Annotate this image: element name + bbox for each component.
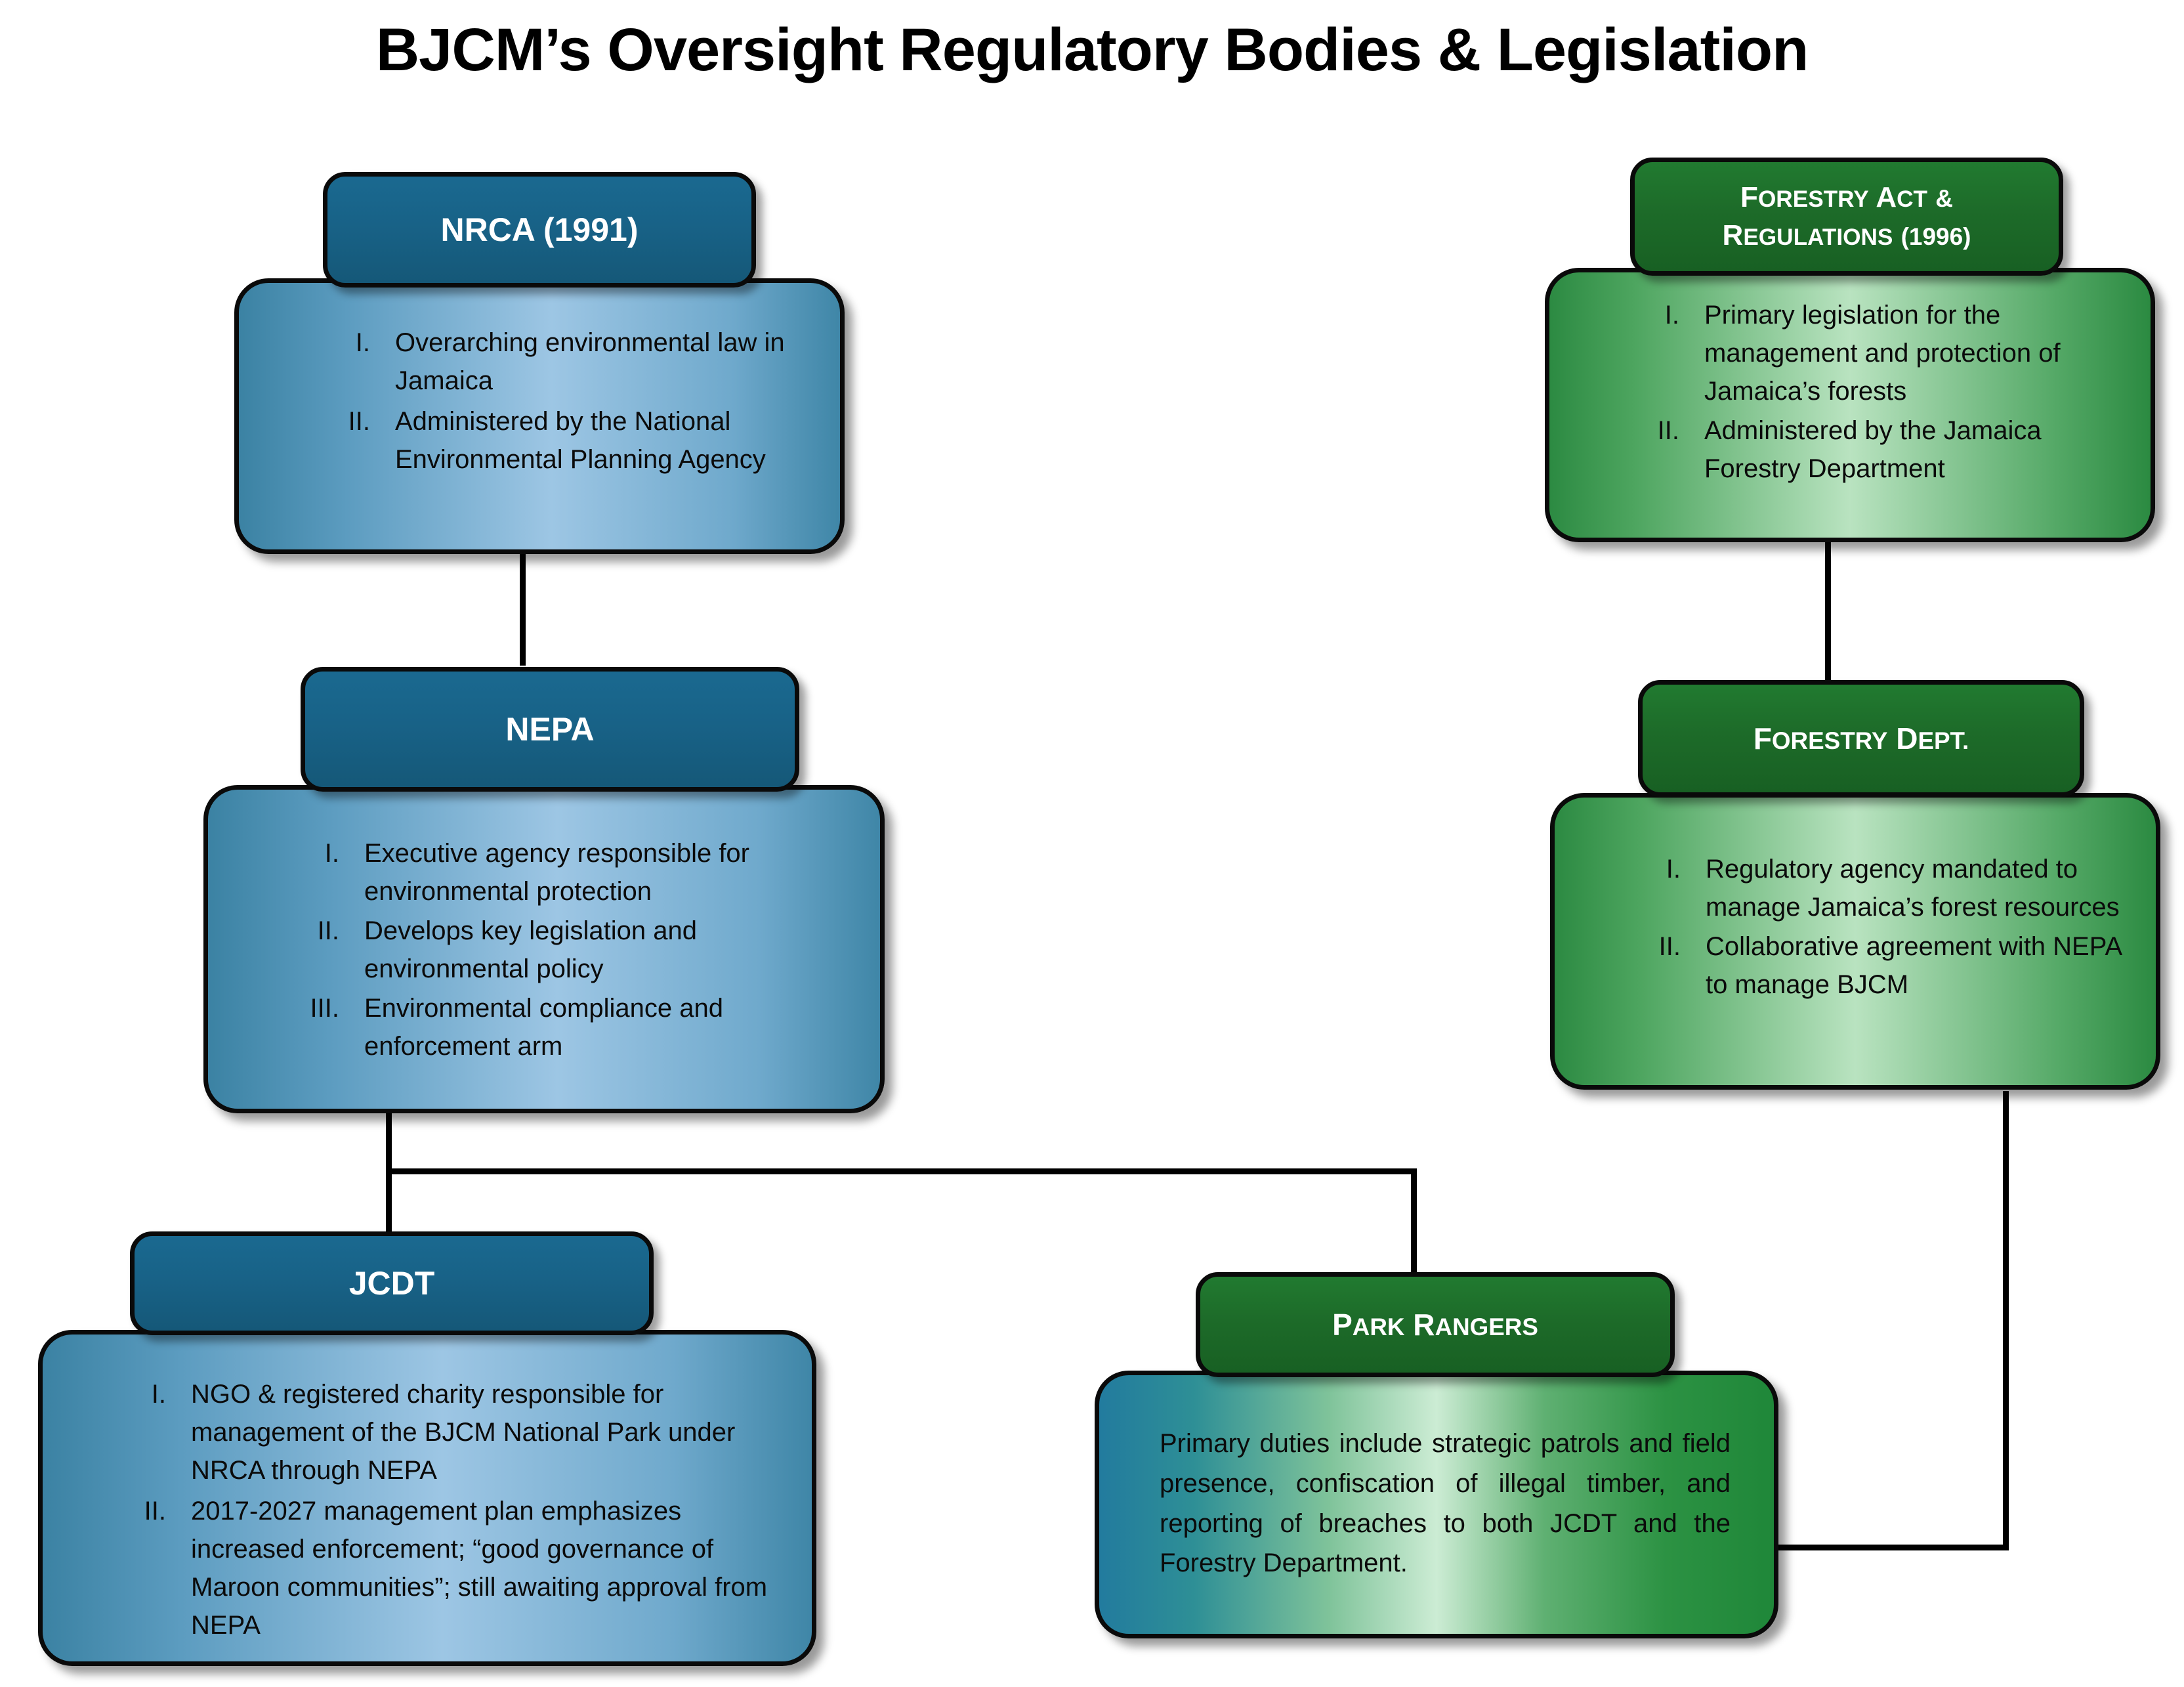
list-item: II. Administered by the Jamaica Forestry… <box>1620 412 2132 488</box>
list-item-text: Develops key legislation and environment… <box>364 916 697 983</box>
nepa-body: I. Executive agency responsible for envi… <box>203 785 885 1113</box>
jcdt-title: JCDT <box>348 1265 435 1302</box>
nrca-header[interactable]: NRCA (1991) <box>323 172 756 288</box>
park-rangers-paragraph: Primary duties include strategic patrols… <box>1160 1429 1731 1578</box>
list-item-text: Overarching environmental law in Jamaica <box>395 328 785 395</box>
list-item-number: I. <box>151 1380 166 1409</box>
connector-forestrydept-to-parkrangers <box>1746 1545 2009 1550</box>
forestry-act-title: FORESTRY ACT & REGULATIONS (1996) <box>1647 179 2047 255</box>
forestry-dept-title: FORESTRY DEPT. <box>1753 721 1969 756</box>
connector-forestrydept-down <box>2003 1091 2009 1550</box>
list-item-number: I. <box>355 328 370 357</box>
park-rangers-header[interactable]: PARK RANGERS <box>1196 1272 1675 1377</box>
list-item-text: 2017-2027 management plan emphasizes inc… <box>191 1497 768 1640</box>
list-item: I. Primary legislation for the managemen… <box>1620 296 2132 410</box>
list-item: I. Regulatory agency mandated to manage … <box>1622 850 2140 926</box>
jcdt-body: I. NGO & registered charity responsible … <box>38 1330 816 1666</box>
connector-nepa-stub <box>386 1109 392 1172</box>
list-item-text: Regulatory agency mandated to manage Jam… <box>1706 855 2120 922</box>
list-item: I. Executive agency responsible for envi… <box>280 834 845 910</box>
forestry-act-title-line1: FORESTRY ACT & <box>1740 181 1953 213</box>
nepa-title: NEPA <box>505 711 595 748</box>
list-item-text: Primary legislation for the management a… <box>1704 301 2061 406</box>
nrca-title: NRCA (1991) <box>440 211 639 248</box>
list-item: I. NGO & registered charity responsible … <box>115 1375 771 1489</box>
jcdt-item-list: I. NGO & registered charity responsible … <box>115 1375 771 1644</box>
list-item-number: II. <box>317 916 339 945</box>
nrca-body: I. Overarching environmental law in Jama… <box>234 278 845 554</box>
forestry-act-item-list: I. Primary legislation for the managemen… <box>1620 296 2132 488</box>
park-rangers-body: Primary duties include strategic patrols… <box>1095 1371 1778 1638</box>
list-item: II. Administered by the National Environ… <box>311 402 816 479</box>
list-item-number: II. <box>1658 932 1681 961</box>
nepa-header[interactable]: NEPA <box>301 667 799 792</box>
list-item-number: II. <box>348 407 370 436</box>
list-item: II. Collaborative agreement with NEPA to… <box>1622 928 2140 1004</box>
list-item-number: III. <box>310 994 339 1023</box>
forestry-act-title-line2: REGULATIONS (1996) <box>1722 219 1971 251</box>
list-item-text: Administered by the Jamaica Forestry Dep… <box>1704 416 2042 483</box>
list-item-number: I. <box>324 839 339 868</box>
jcdt-header[interactable]: JCDT <box>130 1231 654 1335</box>
forestry-dept-body: I. Regulatory agency mandated to manage … <box>1550 793 2160 1090</box>
list-item-number: II. <box>144 1497 166 1526</box>
list-item-text: Collaborative agreement with NEPA to man… <box>1706 932 2121 999</box>
connector-nepa-bus <box>386 1168 1416 1174</box>
list-item-text: Executive agency responsible for environ… <box>364 839 749 906</box>
forestry-dept-header[interactable]: FORESTRY DEPT. <box>1638 680 2084 797</box>
list-item-number: I. <box>1666 855 1681 884</box>
list-item-number: II. <box>1657 416 1679 445</box>
list-item-text: Environmental compliance and enforcement… <box>364 994 723 1061</box>
nepa-item-list: I. Executive agency responsible for envi… <box>280 834 845 1065</box>
list-item: II. Develops key legislation and environ… <box>280 912 845 988</box>
list-item-text: NGO & registered charity responsible for… <box>191 1380 736 1485</box>
forestry-act-body: I. Primary legislation for the managemen… <box>1545 268 2155 542</box>
list-item-number: I. <box>1664 301 1679 330</box>
connector-forestryact-to-forestrydept <box>1825 542 1831 680</box>
list-item-text: Administered by the National Environment… <box>395 407 766 474</box>
connector-nepa-to-jcdt <box>386 1168 392 1237</box>
list-item: I. Overarching environmental law in Jama… <box>311 324 816 400</box>
list-item: II. 2017-2027 management plan emphasizes… <box>115 1492 771 1644</box>
connector-nrca-to-nepa <box>520 550 526 666</box>
list-item: III. Environmental compliance and enforc… <box>280 989 845 1065</box>
forestry-dept-item-list: I. Regulatory agency mandated to manage … <box>1622 850 2140 1004</box>
connector-nepa-to-parkrangers <box>1411 1168 1417 1273</box>
park-rangers-title: PARK RANGERS <box>1332 1308 1538 1342</box>
page-title: BJCM’s Oversight Regulatory Bodies & Leg… <box>375 16 1809 83</box>
nrca-item-list: I. Overarching environmental law in Jama… <box>311 324 816 479</box>
forestry-act-header[interactable]: FORESTRY ACT & REGULATIONS (1996) <box>1630 158 2063 276</box>
